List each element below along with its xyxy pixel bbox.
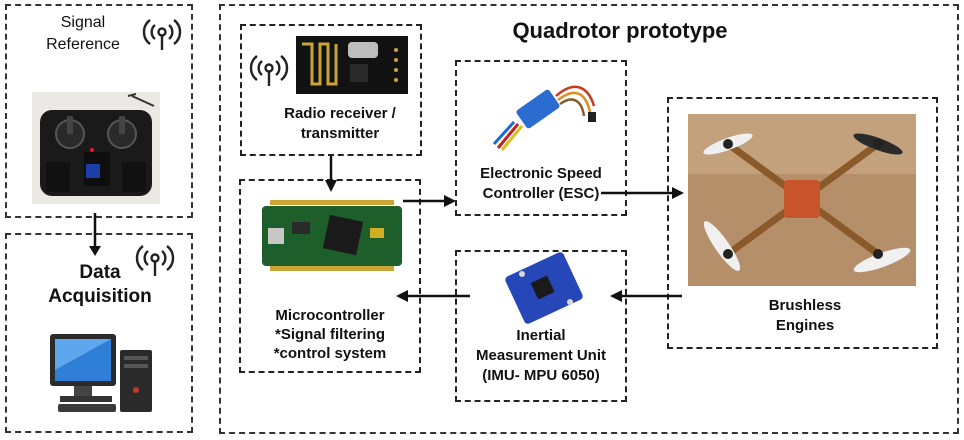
- esc-image: [492, 85, 596, 151]
- imu-label-line-2: Measurement Unit: [475, 347, 607, 364]
- engines-label-line-1: Brushless: [768, 297, 842, 314]
- signal-reference-label: Signal Reference: [28, 12, 138, 56]
- imu-label-line-1: Inertial: [516, 327, 566, 344]
- data-acquisition-label: Data Acquisition: [40, 261, 160, 309]
- brushless-engines-box: [667, 97, 938, 349]
- imu-label: Inertial Measurement Unit (IMU- MPU 6050…: [455, 326, 627, 386]
- arrow-esc-to-engines: [601, 187, 684, 199]
- engines-label: Brushless Engines: [720, 296, 890, 336]
- arduino-board-image: [262, 200, 402, 271]
- microcontroller-label: Microcontroller *Signal filtering *contr…: [239, 306, 421, 363]
- quadrotor-prototype-panel: [219, 4, 959, 434]
- signal-reference-line-1: Signal: [60, 14, 106, 31]
- esc-label: Electronic Speed Controller (ESC): [455, 164, 627, 204]
- arrow-engines-to-imu: [610, 290, 682, 302]
- imu-label-line-3: (IMU- MPU 6050): [482, 367, 600, 384]
- esc-label-line-2: Controller (ESC): [482, 185, 600, 202]
- microcontroller-label-line-3: *control system: [273, 345, 387, 362]
- arrow-radio-to-microcontroller: [325, 156, 337, 192]
- radio-label-line-2: transmitter: [300, 125, 380, 142]
- radio-module-image: [296, 36, 408, 94]
- computer-icon: [50, 334, 152, 412]
- wifi-antenna-icon: [249, 55, 289, 86]
- imu-box: [455, 250, 627, 402]
- esc-label-line-1: Electronic Speed: [480, 165, 602, 182]
- arrow-microcontroller-to-esc: [403, 195, 456, 207]
- imu-board-image: [505, 252, 583, 324]
- data-acquisition-panel: [5, 233, 193, 433]
- quadrotor-image: [688, 114, 916, 286]
- esc-box: [455, 60, 627, 216]
- signal-reference-panel: [5, 4, 193, 218]
- engines-label-line-2: Engines: [775, 317, 835, 334]
- microcontroller-label-line-2: *Signal filtering: [274, 326, 385, 343]
- radio-receiver-label: Radio receiver / transmitter: [255, 104, 425, 144]
- remote-control-image: [32, 92, 160, 204]
- data-acquisition-line-2: Acquisition: [48, 286, 152, 307]
- radio-receiver-box: [240, 24, 422, 156]
- wifi-antenna-icon: [135, 245, 175, 276]
- data-acquisition-line-1: Data: [79, 262, 121, 283]
- diagram-title: Quadrotor prototype: [512, 18, 728, 43]
- signal-reference-line-2: Reference: [46, 36, 120, 53]
- arrow-imu-to-microcontroller: [396, 290, 470, 302]
- wifi-antenna-icon: [142, 19, 182, 50]
- radio-label-line-1: Radio receiver /: [284, 105, 396, 122]
- microcontroller-label-line-1: Microcontroller: [275, 307, 385, 324]
